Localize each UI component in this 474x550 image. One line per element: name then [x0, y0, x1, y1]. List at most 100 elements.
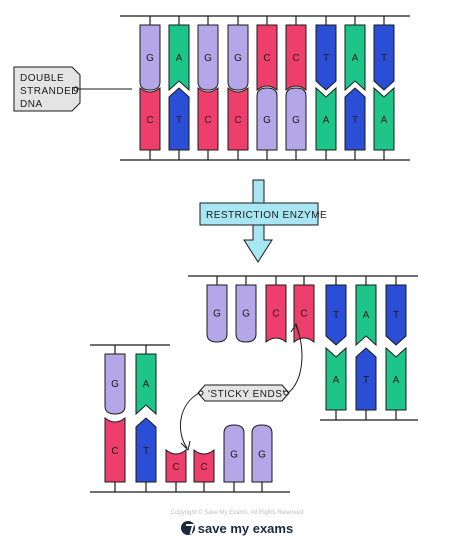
bottom-base-6: A: [315, 86, 337, 160]
brand-check-icon: [180, 521, 195, 535]
brand-logo: save my exams: [0, 521, 474, 536]
left-top-base-1-letter: A: [143, 379, 150, 390]
top-base-0-shape: [139, 24, 161, 91]
left-overhang-base-1-letter: C: [200, 462, 207, 473]
top-base-7: A: [344, 16, 366, 92]
top-base-8: T: [373, 16, 395, 91]
right-top-base-2-shape: [385, 284, 407, 346]
bottom-base-2-shape: [197, 86, 219, 151]
top-base-5: C: [285, 16, 307, 92]
brand-name: save my exams: [197, 521, 294, 536]
right-top-base-1: A: [355, 276, 377, 347]
dsdna-label-line-1: DOUBLE: [20, 73, 64, 84]
bottom-base-1-letter: T: [176, 115, 182, 126]
bottom-base-0: C: [139, 86, 161, 160]
right-top-base-0: T: [325, 276, 347, 346]
left-top-base-1: A: [135, 345, 157, 416]
dsdna-label-line-3: DNA: [20, 99, 43, 110]
left-top-base-0: G: [104, 345, 126, 415]
top-base-2-letter: G: [204, 53, 212, 64]
right-overhang-base-1: G: [235, 276, 257, 343]
bottom-base-3-letter: C: [234, 115, 241, 126]
bottom-base-5: G: [285, 87, 307, 160]
right-top-base-0-letter: T: [333, 310, 339, 321]
bottom-base-2-letter: C: [204, 115, 211, 126]
top-base-0: G: [139, 16, 161, 91]
right-overhang-base-2-letter: C: [272, 308, 279, 319]
left-overhang-base-3-letter: G: [258, 450, 266, 461]
right-top-base-1-shape: [355, 284, 377, 347]
top-base-3-shape: [227, 24, 249, 91]
right-top-base-0-shape: [325, 284, 347, 346]
top-base-7-shape: [344, 24, 366, 92]
left-top-base-0-letter: G: [111, 379, 119, 390]
right-top-base-2: T: [385, 276, 407, 346]
left-overhang-base-3-shape: [251, 424, 273, 483]
right-overhang-base-1-shape: [235, 284, 257, 343]
left-top-base-1-shape: [135, 353, 157, 416]
bottom-base-8: A: [373, 86, 395, 160]
right-bottom-base-1-shape: [355, 347, 377, 411]
bottom-base-6-shape: [315, 86, 337, 151]
top-base-8-letter: T: [381, 53, 387, 64]
right-bottom-base-1: T: [355, 347, 377, 420]
top-base-6-letter: T: [323, 53, 329, 64]
right-overhang-base-0-shape: [206, 284, 228, 343]
right-overhang-base-0-letter: G: [213, 308, 221, 319]
bottom-base-1: T: [168, 87, 190, 160]
right-bottom-base-1-letter: T: [363, 375, 369, 386]
bottom-base-7: T: [344, 87, 366, 160]
right-overhang-base-1-letter: G: [242, 308, 250, 319]
top-base-1-letter: A: [176, 53, 183, 64]
restriction-enzyme-label: RESTRICTION ENZYME: [206, 210, 327, 221]
left-overhang-base-3: G: [251, 424, 273, 492]
top-base-8-shape: [373, 24, 395, 91]
top-base-3: G: [227, 16, 249, 91]
bottom-base-4: G: [256, 87, 278, 160]
right-bottom-base-0-shape: [325, 346, 347, 411]
left-overhang-base-0-letter: C: [172, 462, 179, 473]
bottom-base-7-shape: [344, 87, 366, 151]
sticky-ends-text: 'STICKY ENDS': [208, 389, 285, 400]
sticky-ends-label: 'STICKY ENDS': [180, 322, 303, 451]
left-bottom-base-1: T: [135, 417, 157, 492]
dsdna-label-line-2: STRANDED: [20, 86, 79, 97]
top-base-3-letter: G: [234, 53, 242, 64]
left-overhang-base-2: G: [223, 424, 245, 492]
right-bottom-base-0: A: [325, 346, 347, 420]
top-base-4: C: [256, 16, 278, 92]
top-base-7-letter: A: [352, 53, 359, 64]
left-overhang-base-2-letter: G: [230, 450, 238, 461]
right-top-base-2-letter: T: [393, 310, 399, 321]
bottom-base-6-letter: A: [323, 115, 330, 126]
bottom-base-5-shape: [285, 87, 307, 151]
right-bottom-base-2: A: [385, 346, 407, 420]
right-overhang-base-0: G: [206, 276, 228, 343]
double-stranded-dna-label: DOUBLE STRANDED DNA: [13, 66, 132, 112]
right-overhang-base-2: C: [265, 276, 287, 344]
right-bottom-base-2-shape: [385, 346, 407, 411]
bottom-base-3-shape: [227, 86, 249, 151]
left-overhang-base-1: C: [193, 448, 215, 492]
right-overhang-base-3-shape: [293, 284, 315, 344]
bottom-base-8-shape: [373, 86, 395, 151]
top-base-0-letter: G: [146, 53, 154, 64]
left-bottom-base-0-letter: C: [111, 446, 118, 457]
restriction-enzyme-arrow: RESTRICTION ENZYME: [199, 179, 327, 263]
bottom-base-0-letter: C: [146, 115, 153, 126]
right-bottom-base-0-letter: A: [333, 375, 340, 386]
left-top-base-0-shape: [104, 353, 126, 415]
top-base-5-shape: [285, 24, 307, 92]
top-base-2-shape: [197, 24, 219, 91]
left-bottom-base-1-shape: [135, 417, 157, 483]
right-bottom-base-2-letter: A: [393, 375, 400, 386]
sugar-phosphate-backbones: [90, 15, 418, 493]
top-base-5-letter: C: [292, 53, 299, 64]
bottom-base-5-letter: G: [292, 115, 300, 126]
left-bottom-base-1-letter: T: [143, 446, 149, 457]
top-base-4-shape: [256, 24, 278, 92]
top-base-6-shape: [315, 24, 337, 91]
right-top-base-1-letter: A: [363, 310, 370, 321]
